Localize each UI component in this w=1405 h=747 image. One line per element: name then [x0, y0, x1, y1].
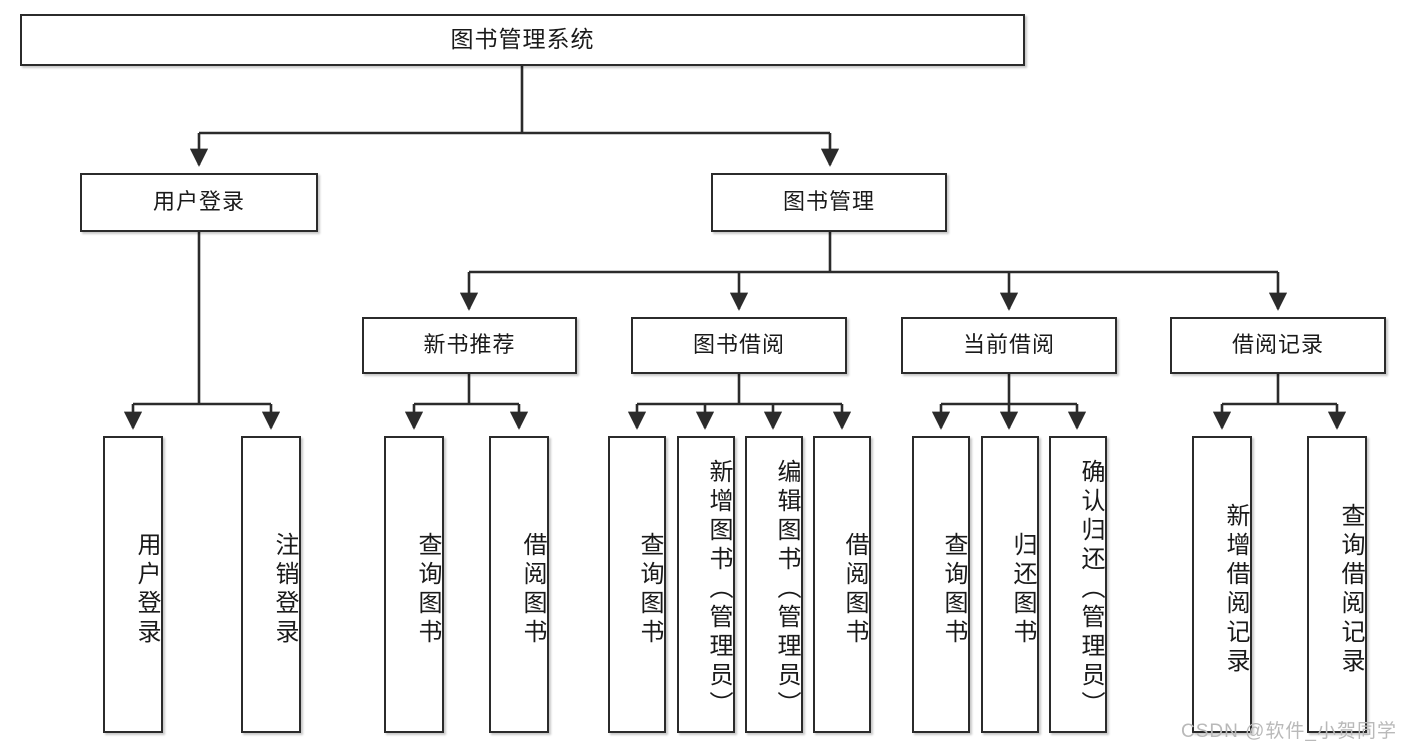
- node-book-borrow-label: 图书借阅: [692, 332, 785, 358]
- node-leaf-user-logout-label: 注销登录: [271, 531, 298, 648]
- node-book-borrow[interactable]: 图书借阅: [631, 317, 847, 374]
- node-leaf-borrow-book-1-label: 借阅图书: [519, 531, 546, 648]
- node-leaf-edit-book-label: 编辑图书（管理员）: [773, 459, 800, 720]
- node-leaf-query-book-3-label: 查询图书: [940, 531, 967, 648]
- node-current-borrow[interactable]: 当前借阅: [901, 317, 1117, 374]
- node-leaf-add-book[interactable]: 新增图书（管理员）: [677, 436, 735, 733]
- node-leaf-query-record[interactable]: 查询借阅记录: [1307, 436, 1367, 733]
- node-root-label: 图书管理系统: [450, 26, 595, 53]
- node-leaf-add-record-label: 新增借阅记录: [1222, 502, 1249, 677]
- node-leaf-query-book-2-label: 查询图书: [636, 531, 663, 648]
- node-user-login-label: 用户登录: [152, 189, 245, 215]
- node-new-book-rec-label: 新书推荐: [423, 332, 516, 358]
- node-leaf-add-record[interactable]: 新增借阅记录: [1192, 436, 1252, 733]
- node-leaf-query-book-3[interactable]: 查询图书: [912, 436, 970, 733]
- node-leaf-confirm-return-label: 确认归还（管理员）: [1077, 459, 1104, 720]
- node-leaf-return-book[interactable]: 归还图书: [981, 436, 1039, 733]
- node-leaf-user-login[interactable]: 用户登录: [103, 436, 163, 733]
- node-book-manage[interactable]: 图书管理: [711, 173, 947, 232]
- node-book-manage-label: 图书管理: [782, 189, 875, 215]
- node-leaf-query-book-1-label: 查询图书: [414, 531, 441, 648]
- node-leaf-user-logout[interactable]: 注销登录: [241, 436, 301, 733]
- node-leaf-borrow-book-2-label: 借阅图书: [841, 531, 868, 648]
- node-leaf-return-book-label: 归还图书: [1009, 531, 1036, 648]
- node-leaf-borrow-book-1[interactable]: 借阅图书: [489, 436, 549, 733]
- node-borrow-record[interactable]: 借阅记录: [1170, 317, 1386, 374]
- watermark: CSDN @软件_小贺同学: [1181, 721, 1397, 742]
- node-leaf-edit-book[interactable]: 编辑图书（管理员）: [745, 436, 803, 733]
- node-leaf-borrow-book-2[interactable]: 借阅图书: [813, 436, 871, 733]
- node-leaf-query-book-2[interactable]: 查询图书: [608, 436, 666, 733]
- node-user-login[interactable]: 用户登录: [80, 173, 318, 232]
- node-leaf-confirm-return[interactable]: 确认归还（管理员）: [1049, 436, 1107, 733]
- node-leaf-query-book-1[interactable]: 查询图书: [384, 436, 444, 733]
- node-leaf-user-login-label: 用户登录: [133, 531, 160, 648]
- node-leaf-query-record-label: 查询借阅记录: [1337, 502, 1364, 677]
- node-borrow-record-label: 借阅记录: [1231, 332, 1324, 358]
- node-current-borrow-label: 当前借阅: [962, 332, 1055, 358]
- node-root[interactable]: 图书管理系统: [20, 14, 1025, 66]
- node-leaf-add-book-label: 新增图书（管理员）: [705, 459, 732, 720]
- node-new-book-rec[interactable]: 新书推荐: [362, 317, 577, 374]
